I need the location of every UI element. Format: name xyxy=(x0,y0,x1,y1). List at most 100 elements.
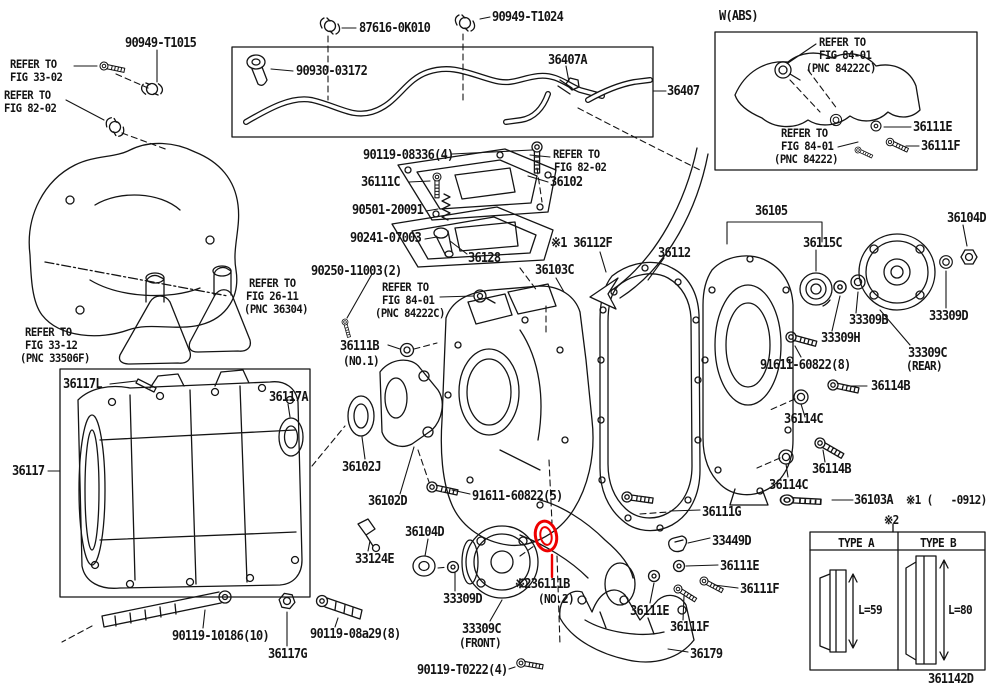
part-33309d-bottom: 33309D xyxy=(443,592,483,607)
breather-plug xyxy=(246,54,268,86)
bolt-90119-08a29 xyxy=(315,594,363,620)
spring-90501 xyxy=(441,193,451,221)
part-36128: 36128 xyxy=(468,251,501,266)
part-36407a: 36407A xyxy=(548,53,588,68)
bolt-90119-10186 xyxy=(101,590,232,628)
part-36111e-bottom: 36111E xyxy=(630,604,670,619)
part-33309c-front-line1: 33309C xyxy=(462,622,502,637)
note1-part-36112f: ※1 36112F xyxy=(551,236,613,251)
part-36103a: 36103A xyxy=(854,493,894,508)
refer2-fig-82-02-line2: FIG 82-02 xyxy=(554,160,607,174)
part-36111f-right: 36111F xyxy=(740,582,780,597)
refer2-fig-82-02-line1: REFER TO xyxy=(553,147,600,161)
part-33309d-right: 33309D xyxy=(929,309,969,324)
hose-clip-36407a xyxy=(565,77,580,91)
part-33309h: 33309H xyxy=(821,331,861,346)
abs-inset-box xyxy=(714,31,978,171)
part-33309c-front-line2: (FRONT) xyxy=(459,636,502,650)
part-36114b-1: 36114B xyxy=(871,379,911,394)
abs-refer2-line3: (PNC 84222) xyxy=(774,152,839,166)
part-33309c-rear-line1: 33309C xyxy=(908,346,948,361)
part-36103c: 36103C xyxy=(535,263,575,278)
breather-hose xyxy=(243,66,653,125)
part-90250-11003: 90250-11003(2) xyxy=(311,264,402,279)
part-36114b-2: 36114B xyxy=(812,462,852,477)
refer-fig-82-02-line1: REFER TO xyxy=(4,88,51,102)
cap-36104d-bottom xyxy=(412,555,436,577)
note2-part-36111b-line1: ※236111B xyxy=(515,577,570,592)
hose-inset-box xyxy=(231,46,654,138)
part-36117g: 36117G xyxy=(268,647,308,662)
part-36104d-bottom-left: 36104D xyxy=(405,525,445,540)
abs-part-36111e: 36111E xyxy=(913,120,953,135)
part-36117l: 36117L xyxy=(63,377,103,392)
refer-fig-33-02-line2: FIG 33-02 xyxy=(10,70,63,84)
part-90949-t1015: 90949-T1015 xyxy=(125,36,197,51)
part-36114c-1: 36114C xyxy=(784,412,824,427)
case-36117 xyxy=(77,369,303,589)
part-36105: 36105 xyxy=(755,204,788,219)
ring-36111b-no1 xyxy=(399,342,415,358)
refer-fig-84-01c-line2: FIG 84-01 xyxy=(382,293,435,307)
abs-box-title: W(ABS) xyxy=(719,9,759,24)
companion-flange-rear xyxy=(858,233,936,311)
part-36407: 36407 xyxy=(667,84,700,99)
refer-fig-26-11-line3: (PNC 36304) xyxy=(244,302,309,316)
part-33309b: 33309B xyxy=(849,313,889,328)
refer-fig-26-11-line1: REFER TO xyxy=(249,276,296,290)
part-90119-10186: 90119-10186(10) xyxy=(172,629,270,644)
seal-36117a xyxy=(278,417,304,457)
part-36102: 36102 xyxy=(550,175,583,190)
part-36111b-no1-line1: 36111B xyxy=(340,339,380,354)
pin-36117l xyxy=(135,378,157,393)
abs-inset-art xyxy=(734,52,921,160)
part-36115c: 36115C xyxy=(803,236,843,251)
refer-fig-33-02-line1: REFER TO xyxy=(10,57,57,71)
part-36179: 36179 xyxy=(690,647,723,662)
part-36117: 36117 xyxy=(12,464,45,479)
abs-refer2-line1: REFER TO xyxy=(781,126,828,140)
transmission-outline xyxy=(28,142,240,337)
part-90241-07003: 90241-07003 xyxy=(350,231,422,246)
highlighted-seal-36111b-no2 xyxy=(533,519,559,579)
chain-cover-36105 xyxy=(701,255,794,506)
bearing-36115c xyxy=(799,272,833,307)
part-36111b-no1-line2: (NO.1) xyxy=(343,354,380,368)
note2-part-36111b-line2: (NO.2) xyxy=(538,592,575,606)
part-90119-t0222: 90119-T0222(4) xyxy=(417,663,508,678)
dashed-assembly-lines xyxy=(61,33,839,646)
part-36114c-2: 36114C xyxy=(769,478,809,493)
part-91611-60822-5: 91611-60822(5) xyxy=(472,489,563,504)
part-36111g: 36111G xyxy=(702,505,742,520)
part-36104d-top-right: 36104D xyxy=(947,211,987,226)
part-36111e-right: 36111E xyxy=(720,559,760,574)
part-90949-t1024: 90949-T1024 xyxy=(492,10,564,25)
companion-flange-front xyxy=(461,525,539,599)
refer-fig-84-01c-line3: (PNC 84222C) xyxy=(375,306,445,320)
part-36112: 36112 xyxy=(658,246,691,261)
part-90501-20091: 90501-20091 xyxy=(352,203,424,218)
part-36111c: 36111C xyxy=(361,175,401,190)
refer-fig-82-02-line2: FIG 82-02 xyxy=(4,101,57,115)
case-inset-box xyxy=(59,368,311,598)
part-36111f-bottom: 36111F xyxy=(670,620,710,635)
part-91611-60822-8: 91611-60822(8) xyxy=(760,358,851,373)
type-comparison-table xyxy=(809,531,986,671)
note1-variant: ※1 ( -0912) xyxy=(906,493,987,507)
refer-fig-26-11-line2: FIG 26-11 xyxy=(246,289,299,303)
refer-fig-33-12-line3: (PNC 33506F) xyxy=(20,351,90,365)
part-33124e: 33124E xyxy=(355,552,395,567)
breather-33124e xyxy=(357,518,381,553)
figure-code: 361142D xyxy=(928,672,974,687)
part-90119-08a29: 90119-08a29(8) xyxy=(310,627,401,642)
refer-fig-33-12-line2: FIG 33-12 xyxy=(25,338,78,352)
oil-pump-36102d xyxy=(379,359,443,447)
type-table-col-a: TYPE A xyxy=(838,536,875,550)
bracket-36179 xyxy=(559,589,695,663)
abs-part-36111f: 36111F xyxy=(921,139,961,154)
type-table-col-b: TYPE B xyxy=(920,536,957,550)
part-36117a: 36117A xyxy=(269,390,309,405)
